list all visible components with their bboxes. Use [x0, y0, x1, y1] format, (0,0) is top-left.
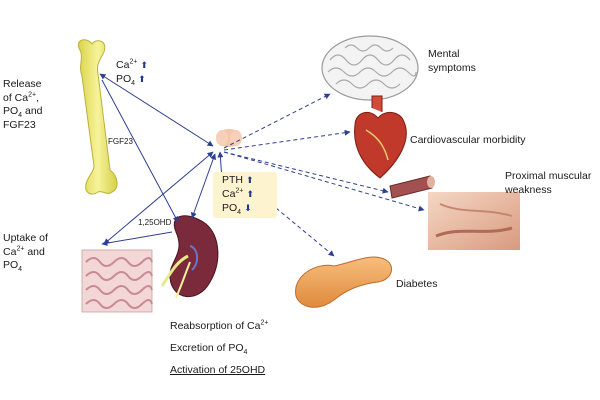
arrow-parathyroid-kidney	[191, 153, 216, 219]
down-arrow-icon: ⬇	[244, 203, 252, 213]
solid-arrows	[99, 73, 225, 247]
arrow-parathyroid-bone	[99, 73, 214, 147]
pancreas-icon	[295, 256, 393, 308]
mental-symptoms-label: Mental symptoms	[428, 48, 476, 74]
uptake-label: Uptake of Ca2+ and PO4	[3, 232, 48, 274]
arrow-to-pancreas	[275, 207, 335, 257]
parathyroid-icon	[216, 129, 242, 147]
release-label: Release of Ca2+, PO4 and FGF23	[3, 78, 43, 131]
up-arrow-icon: ⬆	[246, 189, 254, 199]
muscle-weakness-label: Proximal muscular weakness	[505, 170, 592, 196]
arrow-kidney-intestine	[101, 231, 173, 247]
pth-po-label: PO4⬇	[222, 202, 252, 217]
muscle-vessel-icon	[389, 175, 435, 199]
pth-ca-label: Ca2+⬆	[222, 187, 254, 201]
bone-ca-label: Ca2+⬆	[116, 58, 148, 72]
intestine-icon	[81, 249, 153, 313]
abdomen-icon	[428, 192, 520, 250]
arrow-to-brain	[223, 93, 331, 149]
dashed-arrows	[223, 93, 425, 257]
pth-label: PTH⬆	[222, 174, 254, 186]
arrow-to-vessel	[223, 151, 389, 194]
pth-box	[213, 172, 277, 218]
fgf23-arrow-label: FGF23	[108, 137, 133, 146]
diabetes-label: Diabetes	[396, 278, 438, 290]
calcitriol-label: 1,25OHD	[138, 218, 172, 227]
kidney-excretion-label: Excretion of PO4	[170, 342, 248, 357]
up-arrow-icon: ⬆	[140, 60, 148, 70]
up-arrow-icon: ⬆	[246, 175, 254, 185]
heart-icon	[354, 95, 407, 179]
bone-femur-icon	[78, 39, 118, 195]
up-arrow-icon: ⬆	[138, 74, 146, 84]
arrow-bone-kidney	[101, 79, 179, 223]
cardiovascular-label: Cardiovascular morbidity	[410, 134, 526, 146]
kidney-reabsorption-label: Reabsorption of Ca2+	[170, 319, 269, 333]
bone-po-label: PO4⬆	[116, 73, 146, 88]
arrow-to-heart	[223, 129, 351, 151]
brain-icon	[321, 35, 419, 101]
kidney-activation-label: Activation of 25OHD	[170, 364, 266, 376]
